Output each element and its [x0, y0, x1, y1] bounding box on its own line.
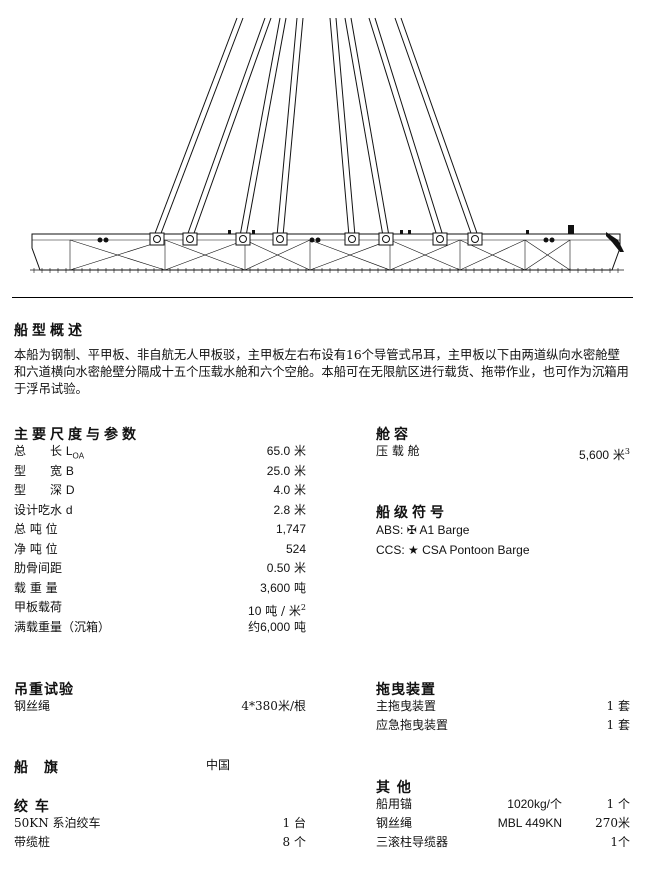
capacity-title: 舱容: [376, 427, 412, 443]
dimension-value: 0.50 米: [176, 560, 306, 577]
dimension-number: 约6,000: [248, 619, 291, 634]
lifting-cables: [153, 17, 479, 237]
dimension-label: 设计吃水 d: [14, 502, 73, 519]
flag-value: 中国: [206, 758, 231, 772]
dimension-name: 总 吨 位: [14, 522, 58, 536]
lifting-test-title: 吊重试验: [14, 682, 74, 698]
star-icon: ★: [408, 543, 419, 557]
winch-label: 50KN 系泊绞车: [14, 816, 101, 830]
dimension-superscript: 2: [300, 603, 306, 612]
dimension-name: 肋骨间距: [14, 561, 63, 575]
capacity-value: 5,600 米3: [579, 447, 630, 462]
dimension-label: 肋骨间距: [14, 560, 62, 577]
dimension-unit: 吨 / 米: [265, 604, 301, 618]
dimension-name: 载 重 量: [14, 580, 58, 595]
dimensions-title: 主要尺度与参数: [14, 427, 140, 443]
dimension-value: 65.0 米: [176, 443, 306, 460]
abs-notation: ABS: ✠ A1 Barge: [376, 523, 470, 537]
dimension-name: 净 吨 位: [14, 541, 58, 556]
other-title: 其 他: [376, 780, 412, 796]
lifting-test-label: 钢丝绳: [14, 699, 51, 713]
dimension-value: 2.8 米: [176, 502, 306, 519]
dimension-number: 1,747: [275, 522, 306, 536]
dimension-number: 0.50: [266, 561, 291, 575]
dimension-symbol: d: [65, 502, 73, 517]
separator-line: [12, 297, 633, 298]
dimension-unit: 米: [293, 561, 306, 575]
towing-title: 拖曳装置: [376, 682, 436, 698]
dimension-value: 1,747: [176, 521, 306, 538]
other-label: 三滚柱导缆器: [376, 835, 449, 849]
dimension-value: 约6,000 吨: [176, 619, 306, 636]
winch-label: 带缆桩: [14, 835, 51, 849]
maltese-cross-icon: ✠: [406, 523, 417, 537]
dimension-label: 甲板载荷: [14, 599, 62, 616]
barge-hull: [30, 233, 624, 273]
dimension-label: 满载重量（沉箱）: [14, 619, 110, 636]
dimension-label: 型 深 D: [14, 482, 75, 499]
towing-value: 1 套: [606, 718, 630, 732]
other-spec: MBL 449KN: [497, 816, 562, 830]
dimension-unit: 吨: [293, 619, 306, 634]
other-value: 1个: [610, 835, 630, 849]
towing-value: 1 套: [606, 699, 630, 713]
dimension-unit: 米: [293, 444, 306, 458]
flag-title: 船 旗: [14, 760, 59, 776]
dimension-unit: 米: [293, 463, 306, 478]
other-spec: 1020kg/个: [507, 797, 562, 811]
other-label: 船用锚: [376, 797, 413, 811]
dimension-value: 10 吨 / 米2: [176, 599, 306, 618]
other-value: 1 个: [606, 797, 630, 811]
dimension-number: 10: [248, 604, 262, 618]
winch-title: 绞 车: [14, 799, 50, 815]
dimension-value: 3,600 吨: [176, 580, 306, 597]
dimension-unit: 吨: [293, 580, 306, 595]
dimension-label: 型 宽 B: [14, 463, 74, 480]
lifting-test-value: 4*380米/根: [241, 699, 306, 713]
overview-text: 本船为钢制、平甲板、非自航无人甲板驳，主甲板左右布设有16个导管式吊耳，主甲板以…: [14, 348, 629, 396]
dimension-symbol: L: [65, 444, 73, 458]
dimension-number: 524: [285, 541, 306, 556]
dimension-name: 满载重量（沉箱）: [14, 619, 111, 634]
dimension-name: 甲板载荷: [14, 600, 63, 614]
barge-elevation-drawing: [30, 17, 624, 273]
towing-label: 主拖曳装置: [376, 699, 437, 713]
dimension-name: 型 宽: [14, 463, 63, 478]
dimension-number: 3,600: [260, 580, 291, 595]
dimension-value: 524: [176, 541, 306, 558]
dimension-number: 25.0: [266, 463, 291, 478]
dimension-value: 25.0 米: [176, 463, 306, 480]
towing-label: 应急拖曳装置: [376, 718, 449, 732]
class-notation-title: 船级符号: [376, 505, 448, 521]
other-value: 270米: [595, 816, 630, 830]
dimension-symbol: B: [65, 463, 74, 478]
dimension-unit: 米: [293, 502, 306, 517]
dimension-label: 总 长 LOA: [14, 443, 84, 460]
dimension-label: 载 重 量: [14, 580, 58, 597]
dimension-number: 2.8: [273, 502, 291, 517]
winch-value: 1 台: [282, 816, 306, 830]
dimension-label: 净 吨 位: [14, 541, 58, 558]
dimension-symbol: D: [65, 483, 75, 497]
dimension-number: 4.0: [273, 483, 291, 497]
ccs-notation: CCS: ★ CSA Pontoon Barge: [376, 543, 530, 557]
dimension-name: 型 深: [14, 483, 63, 497]
dimension-value: 4.0 米: [176, 482, 306, 499]
other-label: 钢丝绳: [376, 816, 413, 830]
overview-title: 船型概述: [14, 323, 86, 339]
dimension-label: 总 吨 位: [14, 521, 58, 538]
dimension-name: 总 长: [14, 444, 63, 458]
dimension-number: 65.0: [266, 444, 291, 458]
dimension-subscript: OA: [72, 451, 85, 461]
dimension-unit: 米: [293, 483, 306, 497]
deck-fittings: [97, 225, 624, 252]
capacity-label: 压 载 舱: [376, 444, 420, 458]
winch-value: 8 个: [282, 835, 306, 849]
dimension-name: 设计吃水: [14, 502, 63, 517]
padeyes: [149, 232, 483, 246]
